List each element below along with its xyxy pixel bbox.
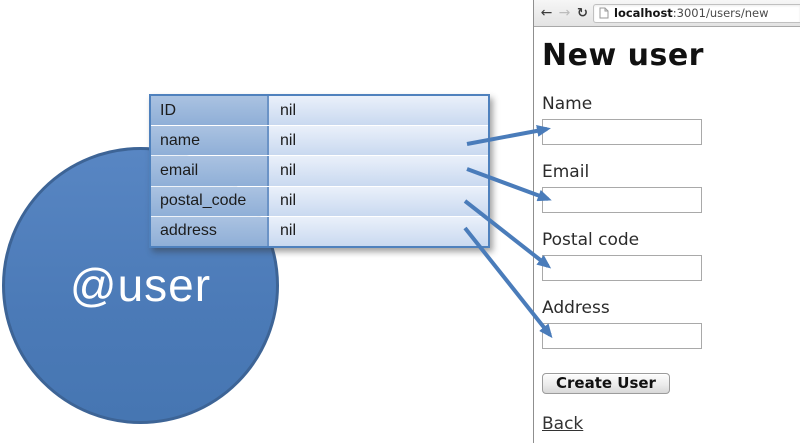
forward-nav-icon[interactable]: → <box>558 5 571 21</box>
back-nav-icon[interactable]: ← <box>540 5 553 21</box>
attribute-value-cell: nil <box>269 126 488 156</box>
back-link[interactable]: Back <box>542 413 584 434</box>
browser-page-content: New user Name Email Postal code Address … <box>534 40 800 434</box>
name-label: Name <box>542 93 593 114</box>
form-field-email: Email <box>542 162 800 213</box>
table-row: postal_code nil <box>151 185 488 216</box>
browser-toolbar: ← → ↻ localhost:3001/users/new <box>534 0 800 27</box>
object-attributes-table: ID nil name nil email nil postal_code ni… <box>149 94 490 248</box>
attribute-name-cell: email <box>151 156 269 186</box>
reload-icon[interactable]: ↻ <box>577 5 588 21</box>
email-input[interactable] <box>542 186 702 213</box>
email-label: Email <box>542 161 590 182</box>
address-label: Address <box>542 297 610 318</box>
table-row: email nil <box>151 155 488 186</box>
attribute-value-cell: nil <box>269 156 488 186</box>
attribute-name-cell: address <box>151 216 269 247</box>
form-field-postal-code: Postal code <box>542 230 800 281</box>
name-input[interactable] <box>542 118 702 145</box>
table-row: ID nil <box>151 96 488 126</box>
attribute-value-cell: nil <box>269 216 488 247</box>
address-bar[interactable]: localhost:3001/users/new <box>593 3 800 23</box>
page-title: New user <box>542 38 704 73</box>
attribute-value-cell: nil <box>269 186 488 216</box>
create-user-button[interactable]: Create User <box>542 372 670 394</box>
url-text: localhost:3001/users/new <box>614 6 769 20</box>
attribute-value-cell: nil <box>269 96 488 126</box>
url-host: localhost <box>614 6 673 20</box>
user-object-label: @user <box>69 259 212 311</box>
attribute-name-cell: ID <box>151 96 269 126</box>
url-path: :3001/users/new <box>672 6 769 20</box>
address-input[interactable] <box>542 322 702 349</box>
attribute-name-cell: name <box>151 126 269 156</box>
form-field-address: Address <box>542 298 800 349</box>
page-icon <box>599 7 609 19</box>
table-row: address nil <box>151 215 488 247</box>
browser-window: ← → ↻ localhost:3001/users/new New user … <box>533 0 800 443</box>
attribute-name-cell: postal_code <box>151 186 269 216</box>
form-field-name: Name <box>542 94 800 145</box>
postal-code-input[interactable] <box>542 254 702 281</box>
table-row: name nil <box>151 125 488 156</box>
postal-code-label: Postal code <box>542 229 640 250</box>
